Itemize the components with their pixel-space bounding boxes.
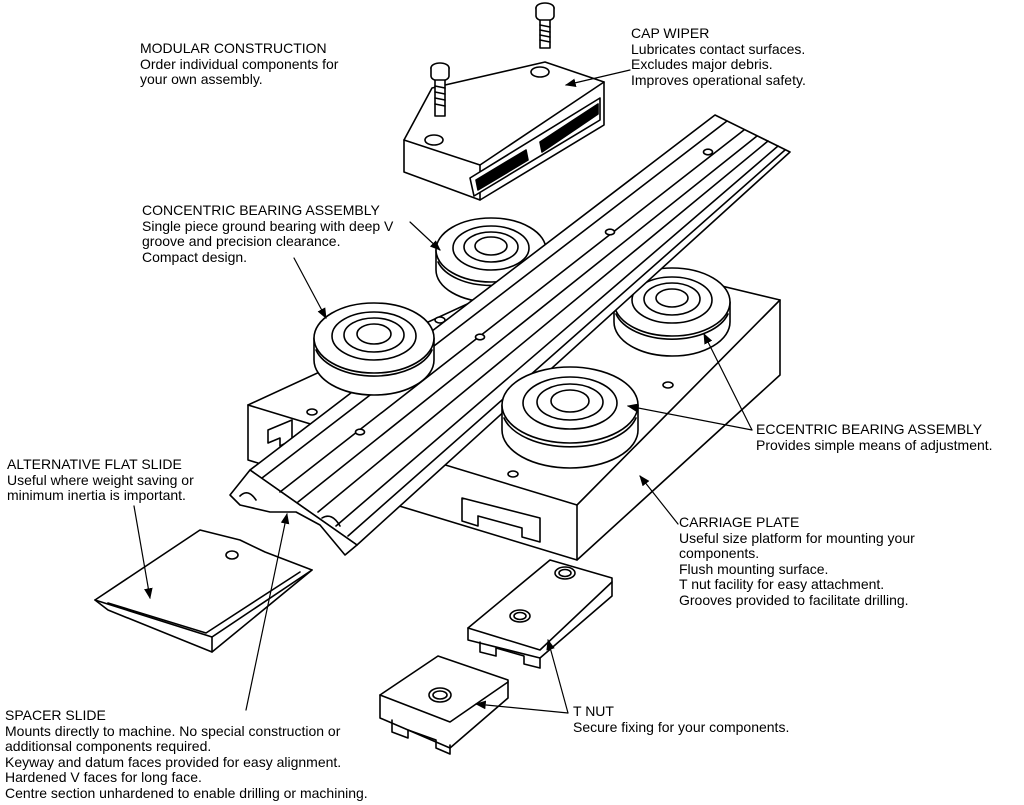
callout-spacer-slide: SPACER SLIDE Mounts directly to machine.…: [5, 707, 368, 801]
leader-flat-slide: [133, 505, 153, 600]
cap-screw-right: [535, 2, 555, 49]
callout-title: ALTERNATIVE FLAT SLIDE: [7, 456, 182, 472]
leader-lines: [133, 69, 753, 714]
leader-eccentric-rear: [703, 333, 753, 431]
callout-title: CONCENTRIC BEARING ASSEMBLY: [142, 202, 380, 218]
leader-spacer-slide: [245, 512, 290, 711]
callout-t-nut: T NUT Secure fixing for your components.: [573, 703, 790, 735]
cap-wiper: [403, 61, 605, 201]
callout-line: Compact design.: [142, 248, 248, 265]
leader-eccentric-front: [626, 403, 753, 431]
callout-line: groove and precision clearance.: [142, 233, 341, 249]
eccentric-bearing-front: [501, 366, 639, 469]
leader-t-nut-front: [474, 700, 569, 714]
flat-slide: [94, 529, 313, 653]
callout-line: Mounts directly to machine. No special c…: [5, 722, 341, 739]
callout-line: Order individual components for: [140, 55, 339, 72]
callout-concentric-bearing: CONCENTRIC BEARING ASSEMBLY Single piece…: [142, 202, 394, 265]
callout-line: Improves operational safety.: [631, 71, 806, 88]
callout-line: T nut facility for easy attachment.: [679, 576, 885, 592]
t-nut-rear: [467, 559, 613, 669]
v-rail: [229, 114, 791, 556]
callout-line: additionsal components required.: [5, 738, 212, 754]
callout-line: Flush mounting surface.: [679, 560, 829, 577]
callout-title: MODULAR CONSTRUCTION: [140, 40, 327, 56]
callout-line: Single piece ground bearing with deep V: [142, 217, 394, 234]
leader-cap-wiper: [564, 69, 631, 87]
leader-concentric-rear: [409, 221, 441, 251]
cap-screw-left: [430, 62, 450, 117]
callout-line: Provides simple means of adjustment.: [756, 436, 993, 453]
callout-line: Excludes major debris.: [631, 56, 773, 72]
leader-concentric-front: [293, 257, 327, 319]
leader-t-nut-rear: [546, 638, 569, 714]
callout-line: minimum inertia is important.: [7, 487, 186, 503]
callout-line: your own assembly.: [140, 71, 263, 87]
callout-line: Keyway and datum faces provided for easy…: [5, 753, 342, 770]
callout-cap-wiper: CAP WIPER Lubricates contact surfaces. E…: [631, 25, 806, 88]
callout-line: Lubricates contact surfaces.: [631, 40, 806, 57]
callout-flat-slide: ALTERNATIVE FLAT SLIDE Useful where weig…: [7, 456, 194, 504]
callout-modular-construction: MODULAR CONSTRUCTION Order individual co…: [140, 40, 339, 88]
callout-title: CARRIAGE PLATE: [679, 514, 800, 530]
concentric-bearing-front: [313, 302, 435, 396]
callout-title: SPACER SLIDE: [5, 707, 106, 723]
callout-title: T NUT: [573, 703, 614, 719]
callout-eccentric-bearing: ECCENTRIC BEARING ASSEMBLY Provides simp…: [756, 421, 993, 453]
callout-line: Secure fixing for your components.: [573, 718, 790, 735]
callout-line: components.: [679, 545, 760, 561]
callout-title: CAP WIPER: [631, 25, 710, 41]
callout-line: Centre section unhardened to enable dril…: [5, 784, 368, 801]
leader-carriage-plate: [639, 475, 679, 525]
callout-line: Useful size platform for mounting your: [679, 529, 915, 546]
callout-line: Hardened V faces for long face.: [5, 769, 202, 785]
callout-line: Useful where weight saving or: [7, 471, 194, 488]
callout-carriage-plate: CARRIAGE PLATE Useful size platform for …: [679, 514, 915, 608]
t-nut-front: [379, 655, 509, 755]
callout-line: Grooves provided to facilitate drilling.: [679, 591, 909, 608]
callout-title: ECCENTRIC BEARING ASSEMBLY: [756, 421, 983, 437]
